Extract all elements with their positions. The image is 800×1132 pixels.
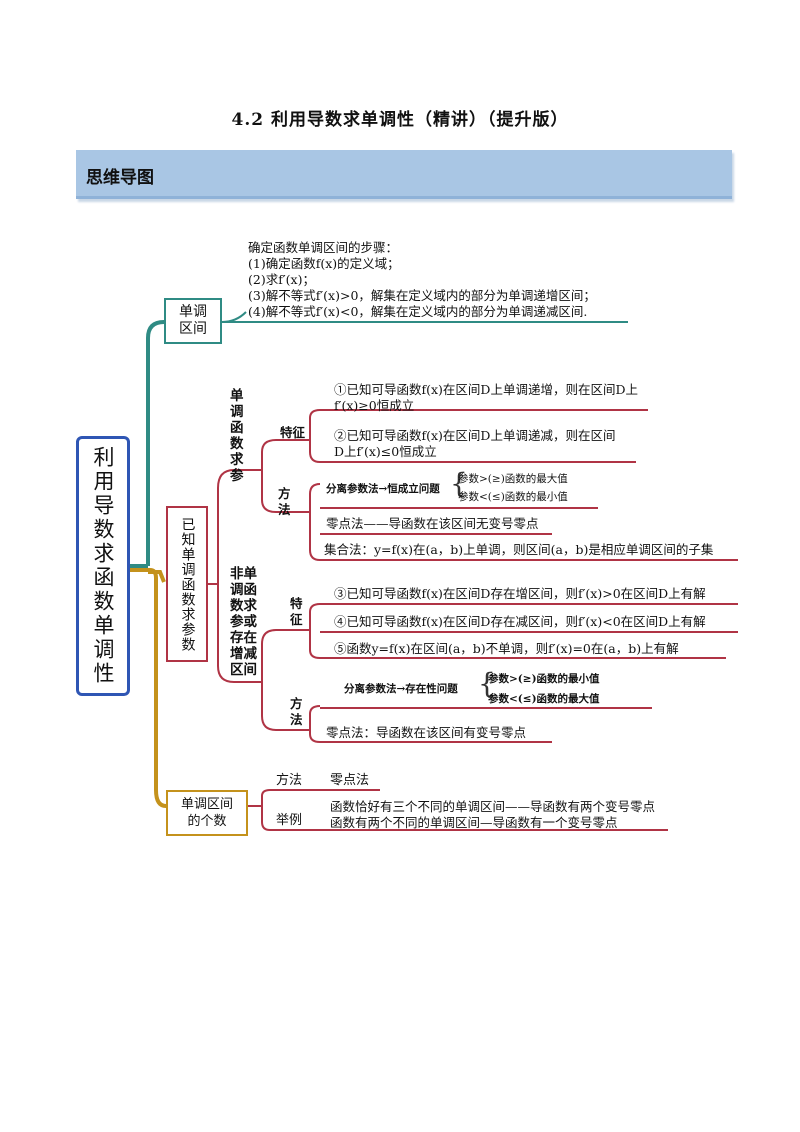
sub1-set-method: 集合法：y=f(x)在(a，b)上单调，则区间(a，b)是相应单调区间的子集 <box>324 542 714 557</box>
sub2-brace-icon: { <box>478 667 496 700</box>
sub1-feature-2-line1: ②已知可导函数f(x)在区间D上单调递减，则在区间 <box>334 428 616 443</box>
sub1-separate-item-2: 参数<(≤)函数的最小值 <box>458 491 568 503</box>
branch3-method-value: 零点法 <box>330 773 370 788</box>
sub2-separate-item-2: 参数<(≤)函数的最大值 <box>488 693 600 705</box>
root-label: 利用导数求函数单调性 <box>91 446 115 686</box>
branch3-example-1: 函数恰好有三个不同的单调区间——导函数有两个变号零点 <box>330 799 656 814</box>
sub1-separate-item-1: 参数>(≥)函数的最大值 <box>458 473 568 485</box>
page-title: 4.2 利用导数求单调性（精讲）（提升版） <box>231 110 569 130</box>
branch1-step-4: (4)解不等式f′(x)<0，解集在定义域内的部分为单调递减区间. <box>248 304 588 319</box>
section-banner <box>76 150 732 199</box>
branch1-step-3: (3)解不等式f′(x)>0，解集在定义域内的部分为单调递增区间； <box>248 288 596 303</box>
branch1-step-2: (2)求f′(x)； <box>248 272 315 287</box>
sub2-feature-label: 特征 <box>290 596 303 627</box>
branch1-node: 单调区间 <box>164 298 222 344</box>
branch3-method-label: 方法 <box>276 773 303 788</box>
sub2-feature-3: ③已知可导函数f(x)在区间D存在增区间，则f′(x)>0在区间D上有解 <box>334 586 706 601</box>
sub1-method-label: 方法 <box>278 486 291 517</box>
root-node: 利用导数求函数单调性 <box>76 436 130 696</box>
sub1-brace-icon: { <box>450 467 468 500</box>
sub2-label: 非单调函数求参或存在增减区间 <box>230 566 257 678</box>
branch2-label: 已知单调函数求参数 <box>179 516 196 652</box>
sub2-separate-item-1: 参数>(≥)函数的最小值 <box>488 673 600 685</box>
branch3-example-2: 函数有两个不同的单调区间—导函数有一个变号零点 <box>330 815 618 830</box>
branch3-example-label: 举例 <box>276 813 303 828</box>
branch1-step-0: 确定函数单调区间的步骤： <box>248 240 399 255</box>
sub1-feature-label: 特征 <box>280 425 306 440</box>
sub1-feature-1-line1: ①已知可导函数f(x)在区间D上单调递增，则在区间D上 <box>334 382 638 397</box>
section-banner-label: 思维导图 <box>86 168 154 188</box>
branch1-step-1: (1)确定函数f(x)的定义域； <box>248 256 400 271</box>
sub2-feature-5: ⑤函数y=f(x)在区间(a，b)不单调，则f′(x)=0在(a，b)上有解 <box>334 641 679 656</box>
sub2-zero-method: 零点法：导函数在该区间有变号零点 <box>326 725 527 740</box>
sub1-zero-method: 零点法——导函数在该区间无变号零点 <box>326 516 539 531</box>
branch2-node: 已知单调函数求参数 <box>166 506 208 662</box>
sub2-feature-4: ④已知可导函数f(x)在区间D存在减区间，则f′(x)<0在区间D上有解 <box>334 614 706 629</box>
branch1-label: 单调区间 <box>179 304 207 337</box>
sub1-feature-1-line2: f′(x)≥0恒成立 <box>334 398 415 413</box>
branch3-label: 单调区间的个数 <box>180 797 233 829</box>
branch3-node: 单调区间的个数 <box>166 790 248 836</box>
sub1-feature-2-line2: D上f′(x)≤0恒成立 <box>334 444 437 459</box>
sub1-label: 单调函数求参 <box>230 388 244 484</box>
sub2-separate-method: 分离参数法→存在性问题 <box>344 683 458 695</box>
sub2-method-label: 方法 <box>290 696 303 727</box>
sub1-separate-method: 分离参数法→恒成立问题 <box>326 483 440 495</box>
